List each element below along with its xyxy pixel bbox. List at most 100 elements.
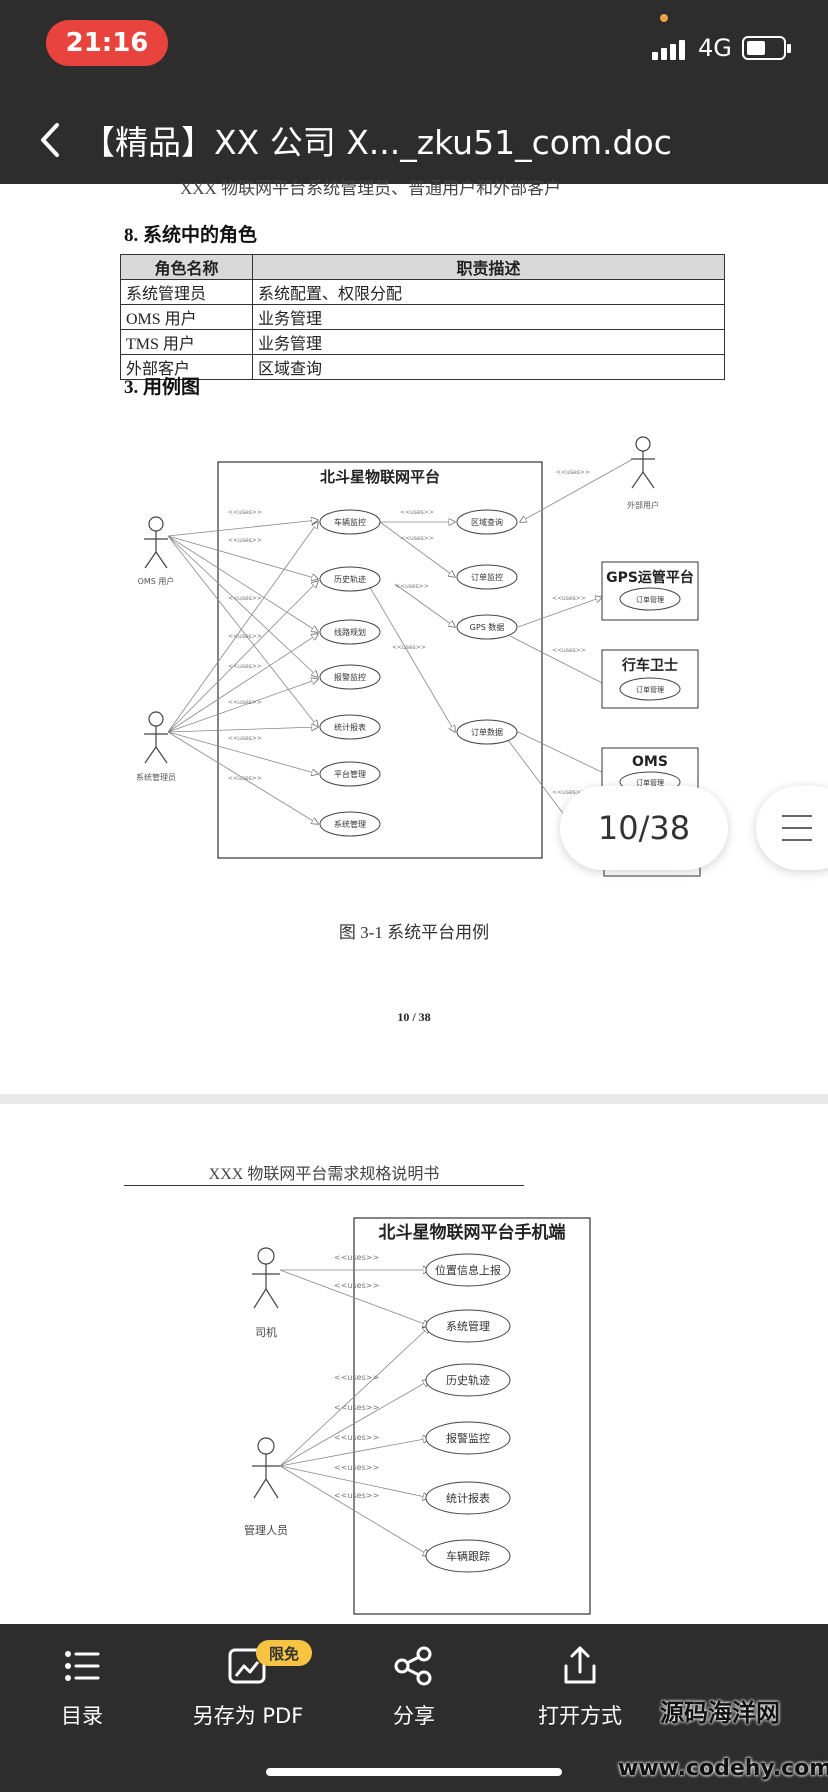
svg-text:<<uses>>: <<uses>> [228, 775, 262, 782]
usecase-label: 订单监控 [471, 572, 503, 582]
back-button[interactable] [30, 120, 70, 160]
svg-text:<<uses>>: <<uses>> [334, 1491, 379, 1500]
svg-text:<<uses>>: <<uses>> [334, 1403, 379, 1412]
battery-icon [742, 36, 791, 60]
usecase [319, 811, 381, 837]
system-name: 北斗星物联网平台 [320, 468, 440, 486]
external-system-gps: GPS运管平台 订单管理 [601, 561, 699, 621]
svg-text:GPS运管平台: GPS运管平台 [606, 569, 694, 586]
svg-text:<<uses>>: <<uses>> [392, 644, 426, 651]
svg-text:<<uses>>: <<uses>> [395, 583, 429, 590]
page-indicator[interactable]: 10/38 [560, 786, 728, 870]
outline-menu-button[interactable] [756, 786, 828, 870]
svg-text:<<uses>>: <<uses>> [228, 509, 262, 516]
usecase [425, 1539, 511, 1573]
svg-text:<<uses>>: <<uses>> [400, 535, 434, 542]
usecase [319, 664, 381, 690]
role-desc: 系统配置、权限分配 [252, 279, 725, 305]
recording-dot [660, 14, 668, 22]
pdf-image-icon [228, 1648, 266, 1684]
mobile-usecase-diagram: 北斗星物联网平台手机端 司机 管理人员 <<uses>> <<uses>> <<… [244, 1217, 591, 1615]
actor-driver [252, 1247, 280, 1309]
system-name: 北斗星物联网平台手机端 [379, 1222, 566, 1243]
role-name: 外部客户 [120, 354, 253, 380]
associations-oms [167, 520, 318, 727]
table-row: 系统管理员 系统配置、权限分配 [120, 279, 725, 305]
svg-text:<<uses>>: <<uses>> [552, 595, 586, 602]
document-title: 【精品】XX 公司 X..._zku51_com.doc [82, 123, 672, 162]
actor-sys-admin [144, 711, 168, 764]
usecase [456, 719, 518, 745]
network-type: 4G [698, 34, 732, 62]
page-header: XXX 物联网平台需求规格说明书 [124, 1160, 524, 1186]
svg-text:<<uses>>: <<uses>> [334, 1281, 379, 1290]
share-button[interactable]: 分享 [344, 1634, 484, 1734]
svg-text:<<uses>>: <<uses>> [552, 647, 586, 654]
usecase-label: 统计报表 [334, 722, 366, 732]
watermark-text: 源码海洋网 [660, 1699, 780, 1727]
signal-icon [652, 38, 685, 60]
watermark-url: www.codehy.com [618, 1756, 828, 1781]
usecase [425, 1309, 511, 1343]
list-icon [65, 1651, 100, 1681]
svg-text:<<uses>>: <<uses>> [552, 789, 586, 796]
usecase [456, 509, 518, 535]
usecase [425, 1481, 511, 1515]
svg-text:订单管理: 订单管理 [636, 778, 664, 787]
actor-label: 管理人员 [244, 1523, 288, 1537]
svg-text:<<uses>>: <<uses>> [228, 699, 262, 706]
usecase-label: 线路规划 [334, 627, 366, 637]
roles-table: 角色名称 职责描述 系统管理员 系统配置、权限分配 OMS 用户 业务管理 TM… [120, 254, 725, 380]
svg-text:订单管理: 订单管理 [636, 685, 664, 694]
usecase [319, 761, 381, 787]
usecase [456, 564, 518, 590]
usecase [425, 1421, 511, 1455]
cut-heading: XXX 物联网平台系统管理员、普通用户和外部客户 [180, 179, 562, 198]
table-header: 职责描述 [252, 254, 725, 280]
catalog-label: 目录 [61, 1704, 103, 1728]
share-label: 分享 [393, 1704, 435, 1728]
usecase-label: 报警监控 [446, 1431, 490, 1445]
svg-text:<<uses>>: <<uses>> [334, 1373, 379, 1382]
role-name: TMS 用户 [120, 329, 253, 355]
usecase [319, 509, 381, 535]
usecase [425, 1253, 511, 1287]
usecase-label: 历史轨迹 [334, 574, 366, 584]
usecase [319, 566, 381, 592]
usecase [456, 614, 518, 640]
svg-text:<<uses>>: <<uses>> [228, 663, 262, 670]
role-name: 系统管理员 [120, 279, 253, 305]
svg-text:<<uses>>: <<uses>> [334, 1253, 379, 1262]
usecase [425, 1363, 511, 1397]
usecase-label: 历史轨迹 [446, 1373, 490, 1387]
actor-label: 系统管理员 [136, 772, 176, 782]
figure-caption: 图 3-1 系统平台用例 [338, 923, 490, 942]
usecase-label: 区域查询 [471, 517, 503, 527]
svg-text:<<uses>>: <<uses>> [556, 469, 590, 476]
table-header: 角色名称 [120, 254, 253, 280]
svg-text:行车卫士: 行车卫士 [621, 657, 678, 674]
open-with-button[interactable]: 打开方式 [510, 1634, 650, 1734]
save-pdf-button[interactable]: 另存为 PDF [178, 1634, 318, 1734]
actor-oms-user [144, 516, 168, 569]
usecase-label: 平台管理 [334, 769, 366, 779]
save-pdf-label: 另存为 PDF [192, 1704, 304, 1728]
usecase [319, 619, 381, 645]
svg-text:OMS: OMS [632, 754, 668, 770]
top-bar: 21:16 4G 【精品】XX 公司 X..._zku51_com.doc [0, 0, 828, 184]
free-badge: 限免 [256, 1640, 312, 1666]
actor-label: OMS 用户 [138, 576, 175, 586]
actor-manager [252, 1437, 280, 1499]
catalog-button[interactable]: 目录 [12, 1634, 152, 1734]
usecase-label: 位置信息上报 [435, 1263, 501, 1277]
home-indicator[interactable] [266, 1768, 562, 1776]
role-desc: 区域查询 [252, 354, 725, 380]
usecase-label: 系统管理 [334, 819, 366, 829]
svg-text:<<uses>>: <<uses>> [228, 633, 262, 640]
actor-label: 司机 [255, 1325, 277, 1339]
usecase-label: 车辆跟踪 [446, 1549, 490, 1563]
svg-text:<<uses>>: <<uses>> [228, 595, 262, 602]
usecase-label: 订单数据 [471, 727, 503, 737]
actor-external-user [631, 436, 655, 489]
document-page-2: XXX 物联网平台需求规格说明书 北斗星物联网平台手机端 司机 管理人员 [0, 1104, 828, 1624]
